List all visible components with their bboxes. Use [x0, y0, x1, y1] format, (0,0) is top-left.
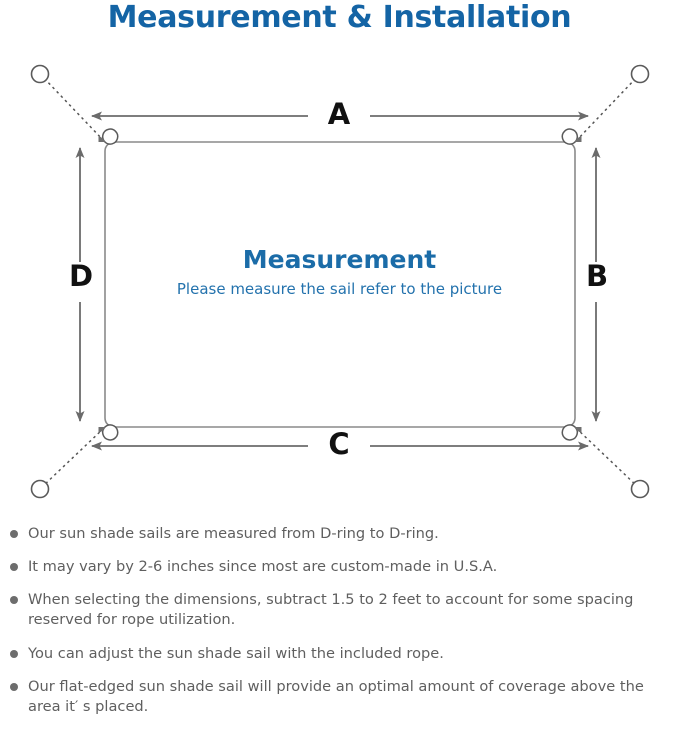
note-text: Our flat-edged sun shade sail will provi…	[28, 677, 644, 715]
dimension-label-d: D	[68, 259, 94, 293]
d-ring-top-left-icon	[98, 128, 119, 145]
anchor-top-right-icon	[630, 64, 650, 84]
list-item: Our flat-edged sun shade sail will provi…	[0, 677, 679, 717]
dimension-label-b: B	[585, 259, 609, 293]
bullet-icon	[10, 596, 18, 605]
anchor-bottom-left-icon	[30, 479, 50, 499]
dimension-label-a: A	[327, 97, 351, 131]
note-text: It may vary by 2-6 inches since most are…	[28, 558, 498, 576]
d-ring-bottom-left-icon	[98, 424, 119, 441]
anchor-bottom-right-icon	[630, 479, 650, 499]
list-item: It may vary by 2-6 inches since most are…	[0, 557, 679, 577]
sail-body	[104, 141, 576, 428]
sail-diagram-svg	[30, 64, 650, 499]
diagram-center-subtitle: Please measure the sail refer to the pic…	[176, 280, 503, 298]
bullet-icon	[10, 649, 18, 658]
rope-top-left	[41, 75, 105, 142]
bullet-icon	[10, 682, 18, 691]
note-text: You can adjust the sun shade sail with t…	[28, 644, 444, 662]
bullet-icon	[10, 563, 18, 572]
list-item: When selecting the dimensions, subtract …	[0, 590, 679, 630]
list-item: Our sun shade sails are measured from D-…	[0, 524, 679, 544]
list-item: You can adjust the sun shade sail with t…	[0, 644, 679, 664]
page-title: Measurement & Installation	[107, 0, 572, 35]
diagram-center-title: Measurement	[242, 245, 437, 274]
d-ring-top-right-icon	[561, 128, 582, 145]
bullet-icon	[10, 530, 18, 538]
note-text: Our sun shade sails are measured from D-…	[28, 525, 439, 542]
rope-bottom-left	[41, 427, 105, 488]
rope-top-right	[575, 75, 639, 142]
notes-list: Our sun shade sails are measured from D-…	[0, 524, 679, 730]
anchor-top-left-icon	[30, 64, 50, 84]
note-text: When selecting the dimensions, subtract …	[28, 591, 634, 629]
d-ring-bottom-right-icon	[561, 424, 582, 441]
measurement-diagram: Measurement Please measure the sail refe…	[0, 40, 679, 510]
dimension-label-c: C	[328, 427, 350, 461]
rope-bottom-right	[575, 427, 639, 488]
